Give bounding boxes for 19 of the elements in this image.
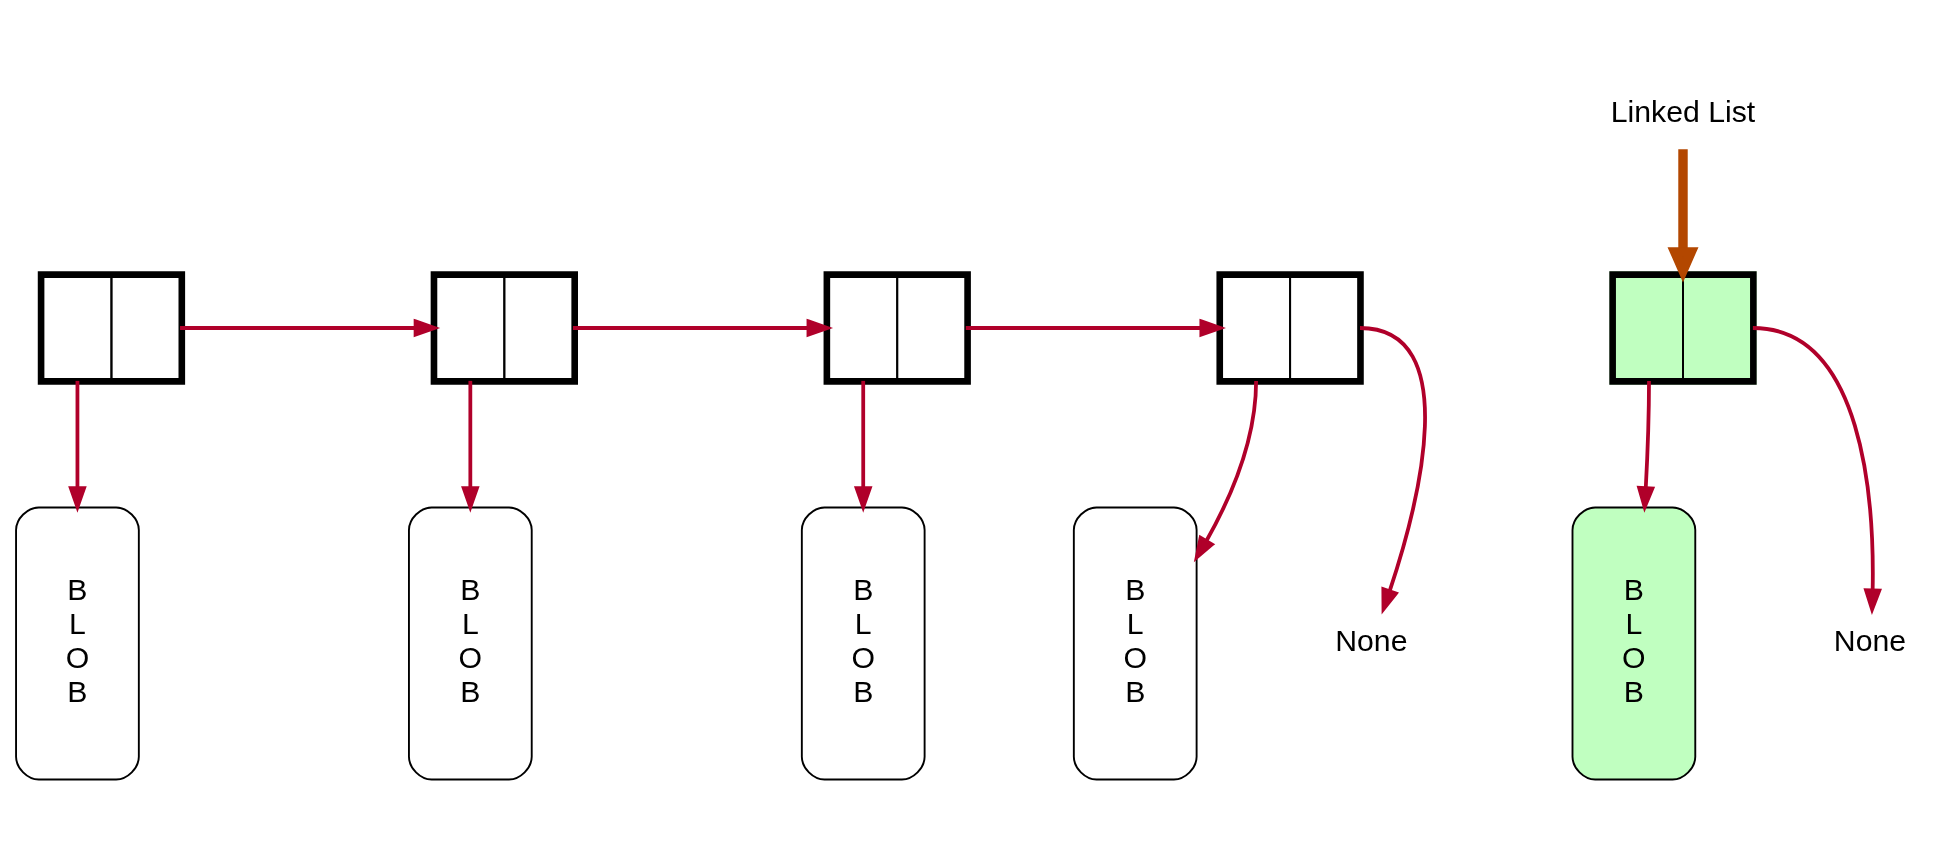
node-box: B L O B bbox=[408, 506, 533, 781]
arrow bbox=[965, 318, 1226, 338]
arrow bbox=[1667, 149, 1699, 283]
arrow bbox=[1359, 326, 1427, 615]
node-box: B L O B bbox=[800, 506, 926, 781]
node-box: B L O B bbox=[1571, 506, 1697, 781]
node-box: B L O B bbox=[15, 506, 140, 781]
arrow bbox=[180, 318, 441, 338]
node-text: None bbox=[1833, 623, 1907, 657]
arrow bbox=[1636, 380, 1656, 513]
arrow bbox=[1193, 380, 1258, 563]
arrow bbox=[1752, 326, 1882, 615]
arrow bbox=[572, 318, 834, 338]
node-text: Linked List bbox=[1610, 94, 1756, 128]
node-text: None bbox=[1335, 623, 1408, 657]
arrow bbox=[853, 380, 873, 513]
arrow bbox=[68, 380, 87, 513]
node-box: B L O B bbox=[1072, 506, 1198, 781]
arrow bbox=[461, 380, 480, 513]
